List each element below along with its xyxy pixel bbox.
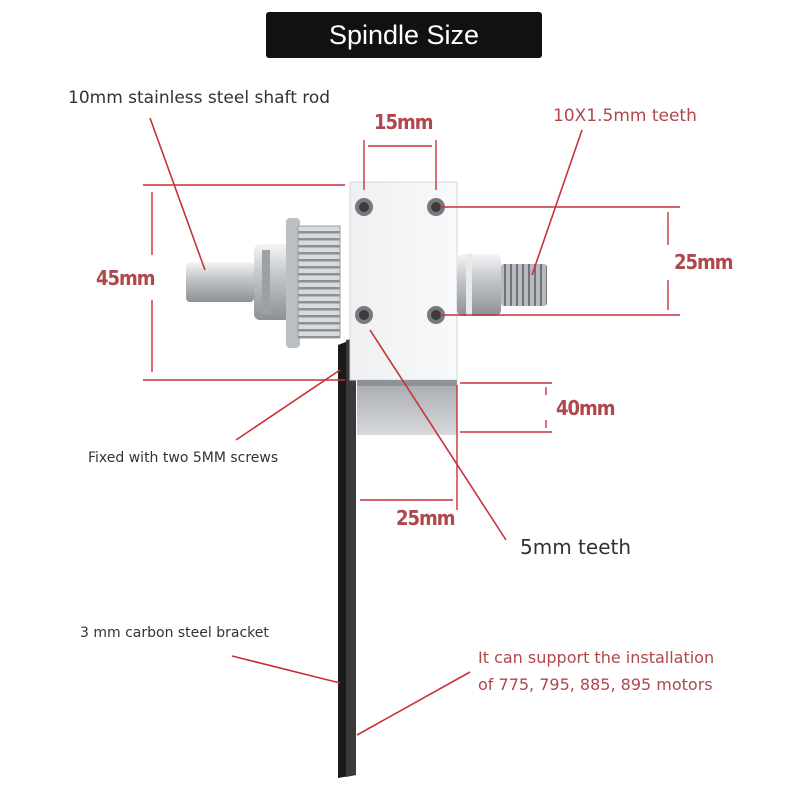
thread-teeth-label: 10X1.5mm teeth bbox=[553, 106, 697, 126]
dimension-lines bbox=[143, 140, 680, 510]
threaded-spindle bbox=[457, 254, 547, 316]
dimension-25mm-right: 25mm bbox=[674, 250, 734, 274]
title-text: Spindle Size bbox=[328, 19, 480, 50]
dimension-15mm: 15mm bbox=[374, 110, 434, 134]
bracket-label: 3 mm carbon steel bracket bbox=[80, 625, 269, 641]
screw-holes bbox=[355, 198, 445, 324]
pulley bbox=[286, 218, 341, 348]
shaft-rod bbox=[186, 244, 290, 320]
title-banner: Spindle Size bbox=[266, 12, 542, 58]
shaft-label: 10mm stainless steel shaft rod bbox=[68, 88, 331, 108]
dimension-40mm: 40mm bbox=[556, 396, 616, 420]
bracket-plate bbox=[338, 338, 356, 778]
dimension-45mm: 45mm bbox=[96, 266, 156, 290]
dimension-25mm-bottom: 25mm bbox=[396, 506, 456, 530]
five-mm-teeth-label: 5mm teeth bbox=[520, 535, 632, 559]
leader-lines bbox=[149, 117, 583, 736]
fixed-screws-label: Fixed with two 5MM screws bbox=[88, 450, 279, 466]
support-label-line1: It can support the installation bbox=[478, 648, 715, 667]
support-label-line2: of 775, 795, 885, 895 motors bbox=[478, 675, 713, 694]
